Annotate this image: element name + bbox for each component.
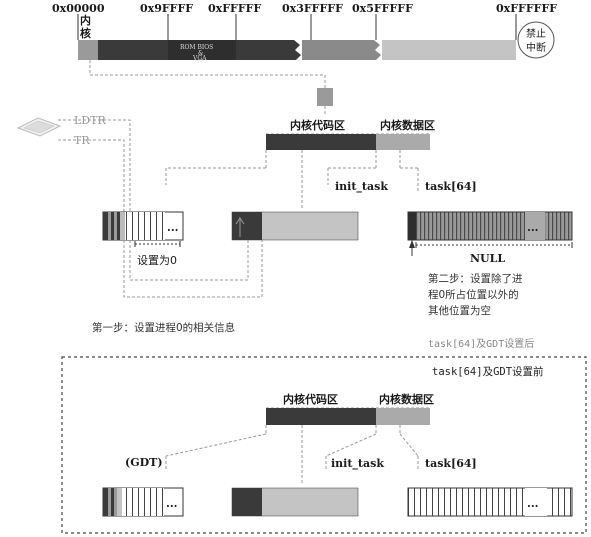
kernel-segment	[78, 40, 98, 60]
kernel-data-label: 内核数据区	[380, 118, 435, 132]
init-task-label: init_task	[335, 180, 388, 194]
address-0x3fffff: 0x3FFFFF	[282, 2, 343, 15]
forbid-label-1: 禁止	[526, 28, 546, 40]
kernel-code-label: 内核代码区	[290, 118, 345, 132]
step2-line-3: 其他位置为空	[428, 304, 491, 317]
top-section: 内核代码区 内核数据区 LDTR TR init_task task[64]	[16, 114, 573, 350]
rom-bios-segment	[168, 40, 236, 60]
after-caption: task[64]及GDT设置后	[428, 338, 534, 350]
address-0x5fffff: 0x5FFFFF	[352, 2, 413, 15]
kernel-label-2: 核	[80, 26, 91, 40]
bottom-kernel-code-label: 内核代码区	[283, 392, 338, 406]
rom-bios-label-1: ROM BIOS	[180, 44, 213, 51]
bottom-section: task[64]及GDT设置前 内核代码区 内核数据区 (GDT) init_t…	[61, 356, 587, 534]
kernel-code-block	[266, 134, 376, 150]
bottom-init-task-label: init_task	[331, 457, 384, 471]
task-array-label: task[64]	[425, 180, 477, 193]
set-zero-label: 设置为0	[137, 254, 177, 267]
before-frame	[61, 356, 587, 534]
bottom-kernel-data-block	[376, 408, 430, 425]
bottom-gdt-label: (GDT)	[125, 456, 163, 469]
address-0xffffff: 0xFFFFFF	[496, 2, 557, 15]
bottom-task-ellipsis: ...	[527, 497, 539, 510]
address-0xfffff: 0xFFFFF	[208, 2, 261, 15]
rom-bios-label-3: VGA	[192, 55, 207, 62]
bottom-kernel-code-block	[266, 408, 376, 425]
address-0x00000: 0x00000	[52, 2, 105, 15]
forbid-interrupt-icon	[517, 21, 555, 59]
kernel-zoom-marker	[317, 88, 333, 106]
main-memory-segment	[382, 40, 516, 60]
rom-bios-label-2: &	[198, 50, 204, 57]
bottom-init-task-block	[231, 487, 359, 517]
low-memory-segment	[98, 40, 168, 60]
bottom-task-array-block: ...	[407, 487, 573, 517]
cpu-chip-icon	[16, 117, 62, 137]
bottom-gdt-ellipsis: ...	[166, 497, 178, 510]
gdt-ellipsis: ...	[167, 221, 179, 234]
task-ellipsis: ...	[527, 221, 539, 234]
bottom-task-array-label: task[64]	[425, 457, 477, 470]
bottom-gdt-block: ...	[102, 487, 184, 517]
step2-line-1: 第二步：设置除了进	[428, 272, 523, 285]
address-0x9ffff: 0x9FFFF	[140, 2, 193, 15]
null-label: NULL	[470, 252, 505, 265]
task-array-block: ...	[407, 211, 573, 241]
step1-label: 第一步：设置进程0的相关信息	[92, 321, 235, 334]
memory-bar: 0x00000 0x9FFFF 0xFFFFF 0x3FFFFF 0x5FFFF…	[52, 2, 557, 62]
gdt-block: ...	[102, 211, 184, 241]
init-task-block	[231, 211, 359, 241]
step2-line-2: 程0所占位置以外的	[428, 288, 519, 301]
tr-label: TR	[74, 134, 90, 147]
buffer-segment	[236, 40, 294, 60]
kernel-label-1: 内	[80, 13, 91, 27]
bottom-kernel-data-label: 内核数据区	[379, 392, 434, 406]
kernel-data-block	[376, 134, 430, 150]
ramdisk-segment	[302, 40, 374, 60]
forbid-label-2: 中断	[526, 41, 546, 54]
before-caption: task[64]及GDT设置前	[432, 365, 544, 378]
